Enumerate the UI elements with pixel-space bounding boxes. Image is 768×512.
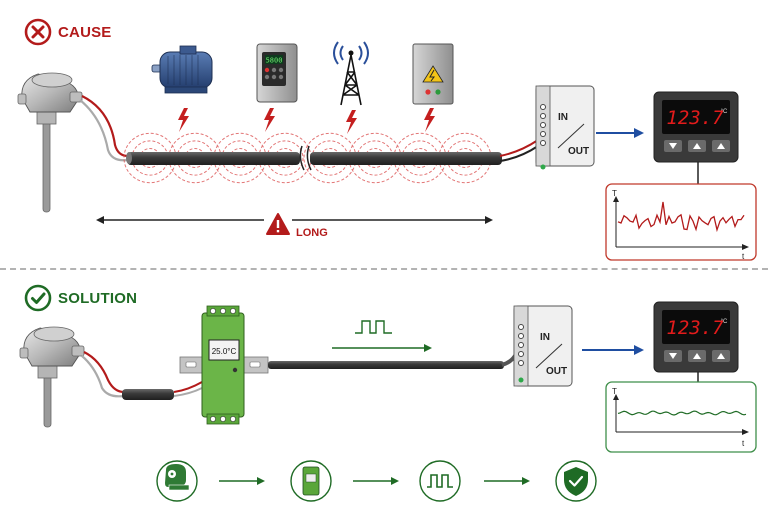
head-transmitter-display: 25.0°C [212,347,237,356]
temperature-sensor [19,326,85,428]
shield-check-icon [555,460,597,502]
stable-signal-graph: T t [605,381,757,453]
x-circle-icon [24,18,52,46]
transmitter-out-label: OUT [568,146,589,157]
square-wave-icon [355,320,392,334]
svg-text:°C: °C [721,319,728,325]
svg-text:t: t [742,252,745,261]
stable-signal-line [617,410,747,416]
temperature-display: 123.7 °C [653,91,739,163]
svg-text:t: t [742,439,745,448]
transmitter-in-label: IN [540,332,550,343]
motor-icon [151,45,213,94]
cause-title: CAUSE [58,23,112,41]
signal-transmitter: IN OUT [535,85,595,170]
noisy-signal-graph: T t [605,183,757,261]
temperature-display: 123.7 °C [653,301,739,373]
svg-text:°C: °C [721,109,728,115]
short-cable [122,389,174,400]
din-transmitter-icon [290,460,332,502]
solution-title: SOLUTION [58,289,138,307]
cause-diagram: 5800 IN OUT 123.7 °C [17,41,757,261]
section-divider [0,268,768,270]
display-value: 123.7 [666,317,724,339]
solution-steps [156,460,597,502]
check-circle-icon [24,284,52,312]
long-output-cable [268,361,504,369]
long-label: LONG [296,227,328,239]
interference-arc [266,140,304,176]
vfd-icon: 5800 [256,43,298,103]
antenna-icon [333,41,369,106]
high-voltage-cabinet-icon [412,43,454,105]
svg-text:5800: 5800 [266,57,283,65]
transmitter-in-label: IN [558,112,568,123]
transmitter-out-label: OUT [546,366,567,377]
long-cable [126,145,502,171]
svg-text:T: T [612,189,617,198]
svg-text:T: T [612,387,617,396]
solution-diagram: 25.0°C IN OUT 123.7 °C [19,301,757,502]
temperature-sensor [17,72,83,213]
cable-length-indicator: LONG [96,213,493,239]
signal-transmitter: IN OUT [513,305,573,387]
display-value: 123.7 [666,107,724,129]
square-wave-step-icon [419,460,461,502]
tape-measure-icon [156,460,198,502]
din-head-transmitter: 25.0°C [201,305,245,425]
solution-heading: SOLUTION [24,284,137,312]
interference-bolts [178,108,435,134]
noisy-signal-line [617,201,745,233]
cause-heading: CAUSE [24,18,112,46]
